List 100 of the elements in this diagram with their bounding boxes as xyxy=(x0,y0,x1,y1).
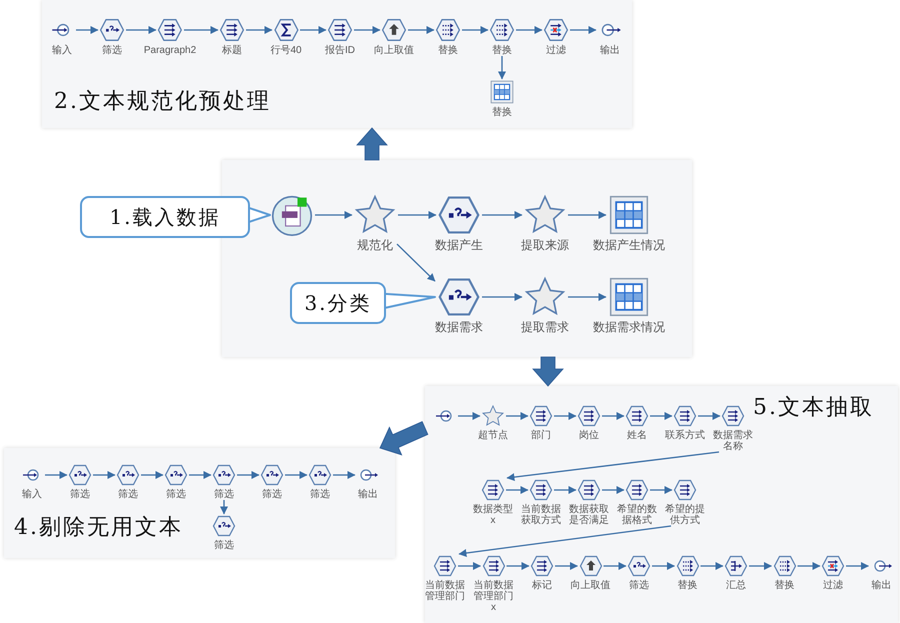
node-label: 标记 xyxy=(532,580,552,591)
node-label: 数据产生 xyxy=(435,239,483,252)
callout-bubble: 1.载入数据 xyxy=(80,196,250,238)
arrow xyxy=(604,562,626,570)
arrow xyxy=(237,471,260,479)
arrow xyxy=(458,412,480,420)
arrow xyxy=(570,26,596,34)
block-arrow xyxy=(379,421,428,456)
node-label: 向上取值 xyxy=(570,580,610,591)
arrow xyxy=(408,26,434,34)
arrow xyxy=(568,211,606,219)
arrow xyxy=(555,562,578,570)
block-arrow xyxy=(532,356,564,387)
arrow xyxy=(506,451,720,482)
arrow xyxy=(398,211,436,219)
node-label: 当前数据管理部门x xyxy=(474,580,514,613)
node-label: 数据产生情况 xyxy=(593,239,665,252)
arrow xyxy=(652,562,675,570)
arrow xyxy=(458,525,672,557)
arrow xyxy=(602,412,624,420)
node-label: 输入 xyxy=(52,45,72,56)
arrow xyxy=(93,471,116,479)
arrow xyxy=(462,26,488,34)
arrow xyxy=(285,471,308,479)
panel xyxy=(42,0,632,128)
node-label: Paragraph2 xyxy=(144,45,196,56)
arrow xyxy=(698,412,720,420)
node-label: 筛选 xyxy=(262,489,282,500)
arrow xyxy=(45,471,68,479)
arrow xyxy=(846,562,869,570)
arrow xyxy=(333,471,356,479)
arrow xyxy=(396,244,436,282)
node-label: 提取需求 xyxy=(521,321,569,334)
arrow xyxy=(220,500,228,514)
arrow xyxy=(506,562,530,570)
block-arrow xyxy=(356,127,388,160)
node-label: 输出 xyxy=(600,45,620,56)
node-label: 汇总 xyxy=(726,580,746,591)
arrow xyxy=(126,26,156,34)
node-label: 报告ID xyxy=(325,45,355,56)
arrow xyxy=(246,26,272,34)
node-label: 姓名 xyxy=(627,430,647,441)
node-label: 过滤 xyxy=(546,45,566,56)
node-label: 希望的数据格式 xyxy=(617,504,657,526)
arrow xyxy=(141,471,164,479)
node-label: 行号40 xyxy=(270,45,302,56)
node-label: 过滤 xyxy=(823,580,843,591)
arrow xyxy=(189,471,212,479)
node-label: 替换 xyxy=(438,45,458,56)
arrow xyxy=(650,486,672,494)
arrow xyxy=(506,486,528,494)
arrow xyxy=(568,293,606,301)
node-label: 提取来源 xyxy=(521,239,569,252)
node-label: 输入 xyxy=(22,489,42,500)
node-label: 超节点 xyxy=(478,430,508,441)
arrow xyxy=(506,412,528,420)
node-label: 替换 xyxy=(774,580,794,591)
arrow xyxy=(184,26,218,34)
arrow xyxy=(554,412,576,420)
arrow xyxy=(700,562,724,570)
callout-bubble: 3.分类 xyxy=(290,282,386,324)
arrow xyxy=(458,562,481,570)
node-label: 筛选 xyxy=(70,489,90,500)
node-label: 岗位 xyxy=(579,430,599,441)
node-label: 输出 xyxy=(872,580,892,591)
node-label: 数据需求 xyxy=(435,321,483,334)
arrow xyxy=(516,26,542,34)
node-label: 标题 xyxy=(222,45,242,56)
node-label: 输出 xyxy=(358,489,378,500)
arrow xyxy=(798,562,820,570)
panel-title: 2.文本规范化预处理 xyxy=(54,88,271,116)
node-label: 筛选 xyxy=(166,489,186,500)
node-label: 联系方式 xyxy=(665,430,705,441)
arrow xyxy=(354,26,380,34)
node-label: 当前数据获取方式 xyxy=(521,504,561,526)
node-label: 向上取值 xyxy=(374,45,414,56)
node-label: 替换 xyxy=(678,580,698,591)
node-label: 数据需求情况 xyxy=(593,321,665,334)
arrow xyxy=(749,562,772,570)
arrow xyxy=(315,211,352,219)
arrow xyxy=(76,26,98,34)
arrow xyxy=(498,56,506,80)
arrow xyxy=(602,486,624,494)
node-label: 替换 xyxy=(492,45,512,56)
callout-pointer xyxy=(248,206,271,223)
node-label: 数据类型x xyxy=(473,504,513,526)
node-label: 筛选 xyxy=(310,489,330,500)
panel xyxy=(425,386,898,623)
arrow xyxy=(300,26,326,34)
node-label: 规范化 xyxy=(357,239,393,252)
node-label: 数据需求名称 xyxy=(713,430,753,452)
node-label: 筛选 xyxy=(214,540,234,551)
panel-title: 4.剔除无用文本 xyxy=(14,514,183,542)
arrow xyxy=(554,486,576,494)
node-label: 部门 xyxy=(531,430,551,441)
panel xyxy=(222,160,692,357)
node-label: 替换 xyxy=(492,107,512,118)
panel-title: 5.文本抽取 xyxy=(753,394,874,422)
arrow xyxy=(650,412,672,420)
node-label: 筛选 xyxy=(629,580,649,591)
